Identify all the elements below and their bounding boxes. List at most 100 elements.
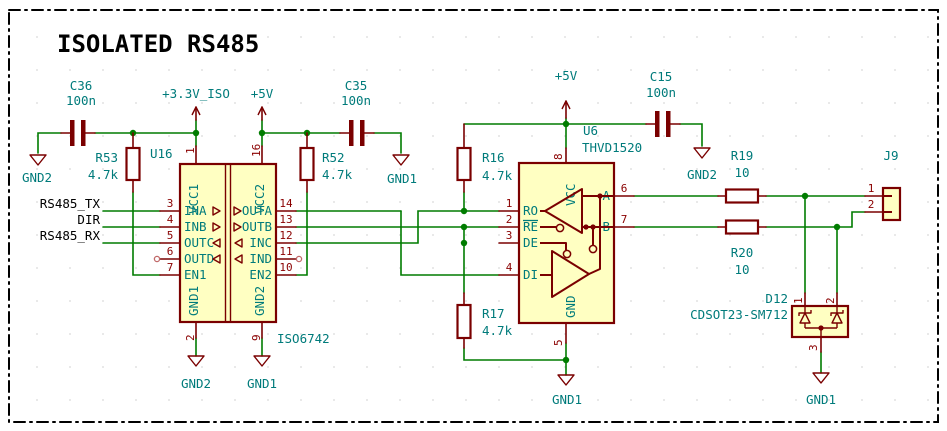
- resistor-r19[interactable]: R19 10: [717, 148, 767, 204]
- value: 100n: [66, 93, 96, 108]
- receiver-triangle-icon: [544, 188, 583, 234]
- pin-name-en1: EN1: [184, 267, 207, 282]
- ground-label: GND1: [806, 392, 836, 407]
- re-invert-bubble-icon: [555, 223, 565, 233]
- ref: J9: [883, 148, 898, 163]
- ic-u16[interactable]: 1 16 2 9 3 4 5 6 7 14 13 12 11 10 VCC1 V…: [150, 144, 330, 346]
- pin-number: 9: [250, 334, 263, 341]
- power-arrow-icon: [257, 106, 267, 116]
- tvs-d12[interactable]: 1 2 3 D12 CDSOT23-SM712: [690, 291, 850, 353]
- ref: R16: [482, 150, 505, 165]
- resistor-body: [724, 219, 760, 235]
- resistor-body: [125, 146, 141, 182]
- gnd1-u6[interactable]: GND1: [552, 374, 582, 407]
- resistor-r16[interactable]: R16 4.7k: [456, 123, 513, 193]
- sheet-background: [9, 10, 938, 422]
- value: THVD1520: [582, 140, 642, 155]
- pin-number: 6: [621, 182, 628, 195]
- ic-u6[interactable]: 8 5 1 2 3 4 6 7 VCC GND RO RE DE DI A B …: [498, 123, 642, 346]
- pin-name-en2: EN2: [249, 267, 272, 282]
- wire: [463, 347, 567, 361]
- junction-dot: [562, 356, 570, 364]
- ground-icon: [392, 154, 410, 166]
- internal-dot: [590, 224, 596, 230]
- resistor-r53[interactable]: R53 4.7k: [88, 132, 141, 193]
- ground-icon: [812, 372, 830, 384]
- net-labels[interactable]: RS485_TX DIR RS485_RX: [40, 196, 101, 243]
- pin-number: 1: [506, 197, 513, 210]
- pin-number: 11: [279, 245, 292, 258]
- ground-label: GND2: [22, 170, 52, 185]
- resistor-r17[interactable]: R17 4.7k: [456, 292, 513, 349]
- ground-icon: [29, 154, 47, 166]
- resistor-r20[interactable]: R20 10: [717, 219, 767, 278]
- direction-arrow-icon: [212, 206, 221, 216]
- gnd2-c15[interactable]: GND2: [687, 147, 717, 182]
- connector-j9[interactable]: 1 2 J9: [864, 148, 902, 222]
- junction-dot: [460, 239, 468, 247]
- internal-dot: [597, 193, 603, 199]
- no-connect-icon: [295, 255, 303, 263]
- label-dir[interactable]: DIR: [77, 212, 100, 227]
- capacitor-c15[interactable]: C15 100n: [645, 69, 681, 137]
- pin-number: 3: [807, 344, 820, 351]
- driver-invert-bubble-icon: [588, 244, 598, 254]
- power-arrow-icon: [191, 106, 201, 116]
- sheet-title: ISOLATED RS485: [57, 30, 259, 58]
- ground-label: GND2: [687, 167, 717, 182]
- no-connect-icon: [153, 255, 161, 263]
- gnd2-left[interactable]: GND2: [22, 154, 52, 185]
- pin-number: 7: [167, 261, 174, 274]
- value: 4.7k: [88, 167, 119, 182]
- pin-name-inc: INC: [249, 235, 272, 250]
- ground-label: GND1: [552, 392, 582, 407]
- wire: [295, 191, 308, 276]
- capacitor-c36[interactable]: C36 100n: [60, 78, 96, 146]
- ref: R19: [731, 148, 754, 163]
- resistor-body: [724, 188, 760, 204]
- pin-name-gnd2: GND2: [252, 286, 267, 316]
- pin-number: 13: [279, 213, 292, 226]
- label-rs485-rx[interactable]: RS485_RX: [40, 228, 101, 243]
- wire: [37, 132, 62, 154]
- value: 100n: [341, 93, 371, 108]
- power-arrow-icon: [561, 100, 571, 110]
- de-bubble-icon: [562, 249, 572, 259]
- gnd1-c35[interactable]: GND1: [387, 154, 417, 186]
- gnd1-u16[interactable]: GND1: [247, 355, 277, 391]
- capacitor-plate: [81, 120, 86, 146]
- pin-name-ina: INA: [184, 203, 207, 218]
- value: 4.7k: [322, 167, 353, 182]
- resistor-r52[interactable]: R52 4.7k: [299, 132, 353, 193]
- pin-number: 14: [279, 197, 293, 210]
- ref: C36: [70, 78, 93, 93]
- gnd2-u16[interactable]: GND2: [181, 355, 211, 391]
- resistor-body: [456, 303, 472, 340]
- power-5v-mid[interactable]: +5V: [555, 68, 578, 119]
- wire-b: [765, 211, 866, 228]
- capacitor-c35[interactable]: C35 100n: [339, 78, 375, 146]
- pin-number: 12: [279, 229, 292, 242]
- pin-name-outc: OUTC: [184, 235, 214, 250]
- power-3v3-iso[interactable]: +3.3V_ISO: [162, 86, 230, 121]
- pin-number: 3: [506, 229, 513, 242]
- wire: [373, 132, 402, 154]
- ground-label: GND1: [247, 376, 277, 391]
- power-label: +5V: [555, 68, 578, 83]
- pin-number: 3: [167, 197, 174, 210]
- connector-body: [881, 186, 902, 222]
- gnd1-d12[interactable]: GND1: [806, 372, 836, 407]
- power-5v-left[interactable]: +5V: [251, 86, 274, 121]
- pin-number: 8: [552, 153, 565, 160]
- junction-dot: [460, 223, 468, 231]
- pin-number: 1: [792, 297, 805, 304]
- label-rs485-tx[interactable]: RS485_TX: [40, 196, 101, 211]
- ground-label: GND1: [387, 171, 417, 186]
- pin-number: 2: [184, 334, 197, 341]
- pin-name-inb: INB: [184, 219, 207, 234]
- wire: [679, 123, 703, 147]
- junction-dot: [192, 129, 200, 137]
- pin-number: 2: [868, 198, 875, 211]
- ref: C35: [345, 78, 368, 93]
